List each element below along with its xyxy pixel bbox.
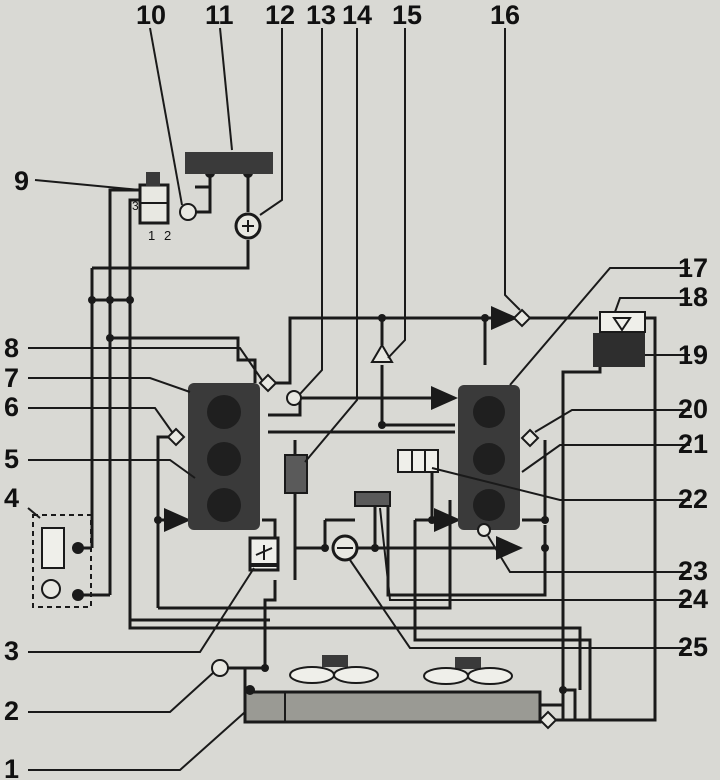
auxiliary-heater-unit xyxy=(32,514,110,608)
right-cylinder-bank xyxy=(458,385,520,530)
label-21: 21 xyxy=(678,429,708,459)
label-15: 15 xyxy=(392,0,422,30)
label-19: 19 xyxy=(678,340,708,370)
valve-6 xyxy=(166,427,186,447)
valve-16 xyxy=(512,308,532,328)
radiator-fan-left xyxy=(289,655,379,684)
label-13: 13 xyxy=(306,0,336,30)
oil-cooler xyxy=(284,454,308,494)
label-10: 10 xyxy=(136,0,166,30)
label-3: 3 xyxy=(4,636,19,666)
sensor-block-24 xyxy=(354,491,391,507)
temperature-sensor-23 xyxy=(477,523,491,537)
label-9: 9 xyxy=(14,166,29,196)
label-2: 2 xyxy=(4,696,19,726)
check-valve-10 xyxy=(179,203,197,221)
label-17: 17 xyxy=(678,253,708,283)
label-14: 14 xyxy=(342,0,372,30)
label-25: 25 xyxy=(678,632,708,662)
label-18: 18 xyxy=(678,282,708,312)
leader-lines xyxy=(27,27,690,771)
radiator-fan-right xyxy=(423,657,513,685)
coolant-valve-22 xyxy=(397,449,439,473)
radiator xyxy=(243,685,558,730)
heater-control-valve: 1 2 3 xyxy=(132,172,171,243)
valve-20 xyxy=(520,428,540,448)
temperature-sender-2 xyxy=(211,659,229,677)
label-20: 20 xyxy=(678,394,708,424)
temperature-sensor-13 xyxy=(286,390,302,406)
expansion-tank xyxy=(593,311,646,367)
label-6: 6 xyxy=(4,392,19,422)
valve-port-1: 1 xyxy=(148,228,155,243)
label-7: 7 xyxy=(4,363,19,393)
left-cylinder-bank xyxy=(188,383,260,530)
pipe-junctions xyxy=(88,168,567,694)
valve-8 xyxy=(258,373,278,393)
thermostat xyxy=(248,536,280,572)
label-11: 11 xyxy=(205,0,234,30)
check-valve-15 xyxy=(370,343,394,363)
label-22: 22 xyxy=(678,484,708,514)
label-4: 4 xyxy=(4,483,19,513)
label-24: 24 xyxy=(678,584,708,614)
label-8: 8 xyxy=(4,333,19,363)
label-12: 12 xyxy=(265,0,295,30)
valve-port-2: 2 xyxy=(164,228,171,243)
heater-core xyxy=(185,152,273,174)
label-1: 1 xyxy=(4,754,19,780)
valve-port-3: 3 xyxy=(132,199,139,213)
label-5: 5 xyxy=(4,444,19,474)
label-23: 23 xyxy=(678,556,708,586)
label-16: 16 xyxy=(490,0,520,30)
coolant-pipes xyxy=(90,173,657,722)
